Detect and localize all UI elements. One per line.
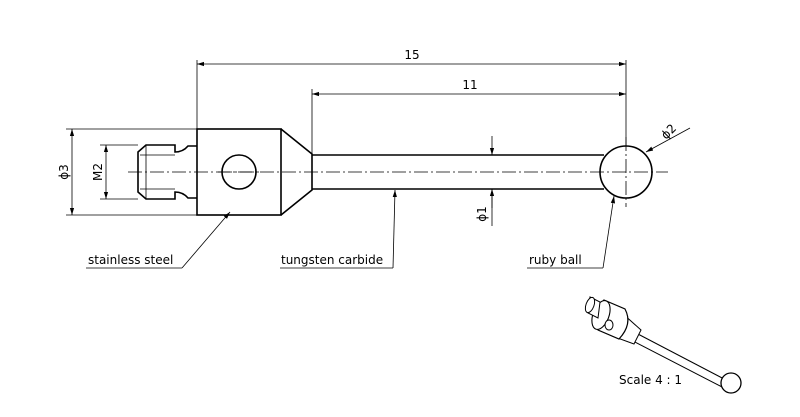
stylus-part [128, 128, 668, 216]
dim-stem-diameter-text: ϕ1 [475, 206, 489, 222]
iso-thread-end [584, 296, 596, 314]
dim-body-diameter-text: ϕ3 [57, 164, 71, 180]
body-cone [280, 128, 313, 216]
dim-body-diameter: ϕ3 [57, 128, 197, 216]
scale-note: Scale 4 : 1 [619, 373, 682, 387]
leader-tungsten-carbide: tungsten carbide [280, 189, 397, 269]
label-ruby-ball: ruby ball [529, 253, 582, 267]
dim-ball-diameter: ϕ2 [645, 121, 691, 153]
dim-stem-length: 11 [311, 78, 626, 154]
isometric-view: Scale 4 : 1 [584, 296, 742, 394]
label-tungsten-carbide: tungsten carbide [281, 253, 383, 267]
dim-thread: M2 [91, 144, 138, 200]
dim-overall-length-text: 15 [404, 48, 419, 62]
label-stainless-steel: stainless steel [88, 253, 173, 267]
iso-cross-hole [604, 319, 614, 331]
leader-stainless-steel: stainless steel [86, 211, 231, 269]
body-block [196, 128, 282, 216]
dim-overall-length: 15 [196, 48, 627, 146]
dim-stem-diameter: ϕ1 [475, 136, 495, 226]
threaded-shank [137, 144, 197, 200]
dim-ball-diameter-text: ϕ2 [658, 121, 679, 142]
dim-stem-length-text: 11 [462, 78, 477, 92]
iso-ruby-ball [720, 372, 742, 394]
dim-thread-text: M2 [91, 163, 105, 181]
leader-ruby-ball: ruby ball [527, 195, 616, 269]
